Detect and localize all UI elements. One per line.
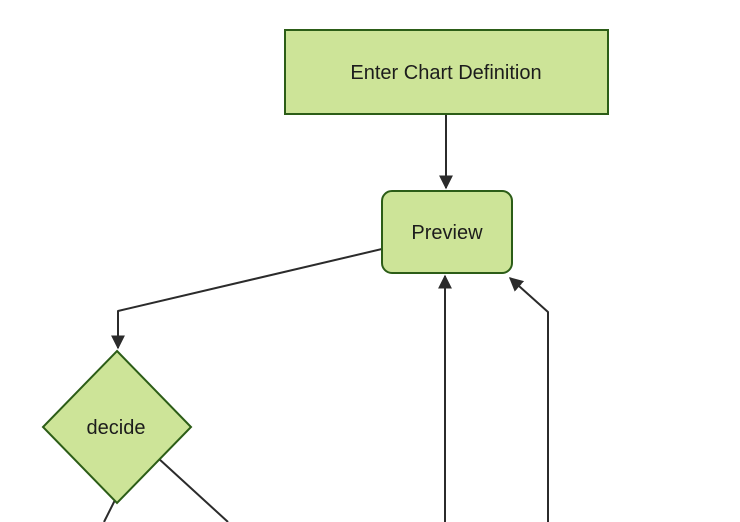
node-decide: decide <box>41 349 193 505</box>
preview-box <box>381 190 513 274</box>
decide-diamond <box>41 349 193 505</box>
preview-label: Preview <box>411 222 483 244</box>
enter-chart-definition-label: Enter Chart Definition <box>350 62 541 84</box>
edge-decide-to-offscreen-below-left <box>103 497 117 522</box>
edge-offscreen-below-right-to-preview <box>508 277 549 522</box>
edge-preview-to-decide <box>111 248 383 350</box>
decide-label: decide <box>87 417 146 439</box>
edge-decide-to-offscreen-below-right <box>157 457 229 522</box>
node-enter-chart-definition: Enter Chart Definition <box>284 29 609 115</box>
enter-chart-definition-box <box>284 29 609 115</box>
node-preview: Preview <box>381 190 513 274</box>
